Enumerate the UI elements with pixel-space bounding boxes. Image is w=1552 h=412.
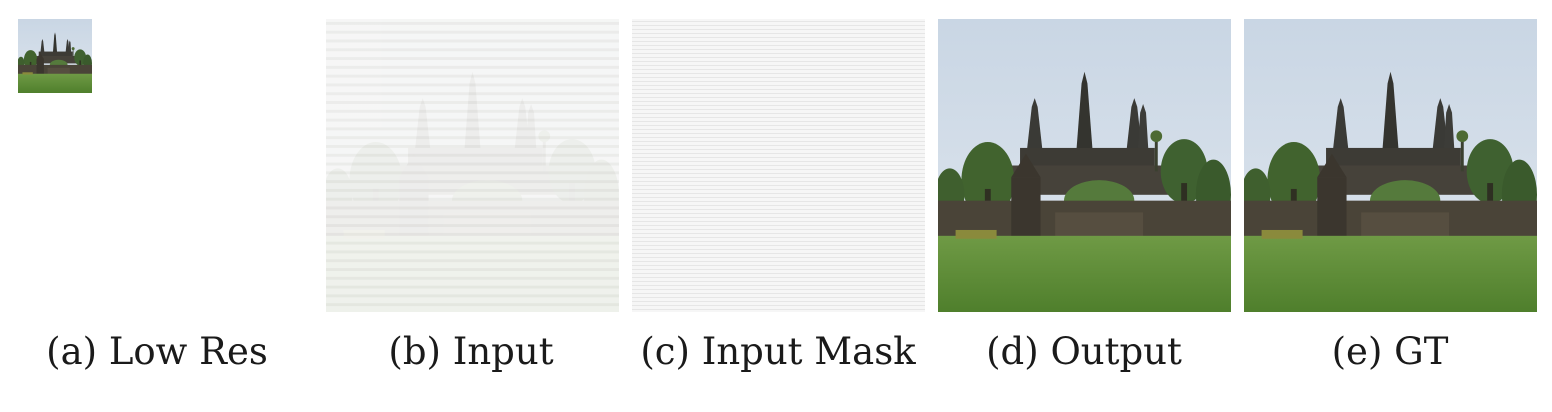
input-image bbox=[326, 19, 619, 312]
low-res-image bbox=[18, 19, 92, 93]
caption-output: (d) Output bbox=[986, 330, 1182, 373]
output-image bbox=[938, 19, 1231, 312]
caption-low-res: (a) Low Res bbox=[46, 330, 268, 373]
caption-input: (b) Input bbox=[388, 330, 554, 373]
input-mask-image bbox=[632, 19, 925, 312]
caption-input-mask: (c) Input Mask bbox=[640, 330, 916, 373]
caption-gt: (e) GT bbox=[1331, 330, 1449, 373]
ground-truth-image bbox=[1244, 19, 1537, 312]
